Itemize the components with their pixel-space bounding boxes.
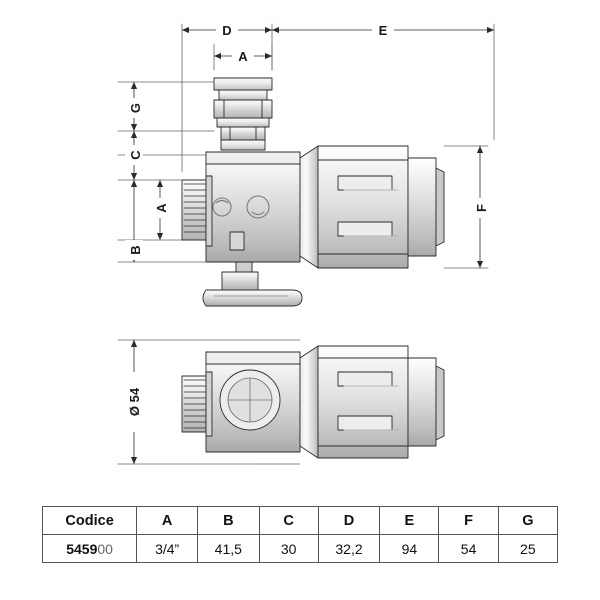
bottom-view-geometry: [181, 345, 445, 459]
dim-label-e-bg: [372, 20, 394, 38]
dim-label-c-bg: [125, 145, 143, 165]
dim-label-diameter-bg: [124, 372, 144, 432]
table-row: 545900 3/4” 41,5 30 32,2 94 54 25: [41, 534, 559, 563]
table-header-c: C: [258, 506, 319, 535]
dim-label-g: G: [128, 103, 143, 113]
dim-label-f-bg: [471, 198, 489, 218]
table-header-codice: Codice: [41, 506, 138, 535]
table-cell-f: 54: [438, 534, 499, 563]
dim-label-d: D: [222, 23, 231, 38]
table-cell-b: 41,5: [197, 534, 260, 563]
dim-label-g-bg: [125, 98, 143, 118]
table-cell-a: 3/4”: [136, 534, 199, 563]
table-cell-e: 94: [379, 534, 440, 563]
dimension-labels: D A E G C A B F Ø 54: [124, 20, 489, 432]
dim-label-b-bg: [125, 240, 143, 260]
table-cell-g: 25: [497, 534, 559, 563]
dim-label-f: F: [474, 204, 489, 212]
dim-label-d-bg: [216, 20, 238, 38]
dim-label-a-left-bg: [151, 198, 169, 218]
table-header-row: Codice A B C D E F G: [41, 506, 559, 535]
dim-label-a-top: A: [238, 49, 248, 64]
dim-label-e: E: [379, 23, 388, 38]
dim-label-c: C: [128, 150, 143, 160]
table-cell-c: 30: [258, 534, 319, 563]
code-suffix: 00: [97, 540, 113, 557]
table-header-g: G: [497, 506, 559, 535]
table-cell-d: 32,2: [317, 534, 381, 563]
dim-label-diameter: Ø 54: [127, 387, 142, 416]
table-header-a: A: [136, 506, 199, 535]
dim-label-a-top-bg: [232, 46, 254, 64]
top-view-geometry: [181, 77, 445, 307]
table-header-e: E: [379, 506, 440, 535]
table-header-f: F: [438, 506, 499, 535]
code-prefix: 5459: [66, 540, 98, 557]
table-header-d: D: [317, 506, 381, 535]
dim-label-a-left: A: [154, 203, 169, 213]
specification-table: Codice A B C D E F G 545900 3/4” 41,5 30…: [41, 506, 559, 563]
dim-label-b: B: [128, 245, 143, 254]
table-cell-code: 545900: [41, 534, 138, 563]
table-header-b: B: [197, 506, 260, 535]
